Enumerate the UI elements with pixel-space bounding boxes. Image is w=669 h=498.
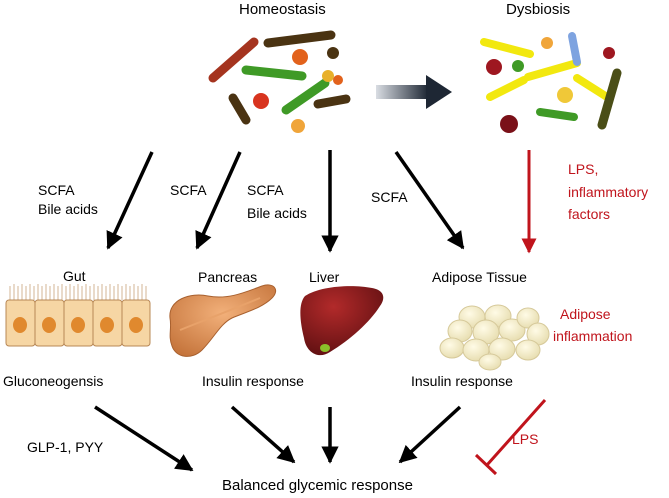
dysbiosis-microbes (480, 32, 622, 133)
dysbiosis-shift-arrow (376, 75, 452, 109)
liver-image (300, 286, 384, 356)
lps-inhibition-label: LPS (512, 431, 539, 447)
adipose-tissue-label: Adipose Tissue (432, 269, 527, 285)
homeostasis-microbes (208, 30, 351, 133)
gut-signal-label-1: SCFA (38, 182, 75, 198)
gut-epithelium (5, 284, 151, 347)
gut-label: Gut (63, 268, 86, 284)
dysbiosis-signal-label-3: factors (568, 206, 611, 222)
insulin-response-label-adipose: Insulin response (411, 373, 513, 389)
liver-signal-label-1: SCFA (247, 182, 284, 198)
adipose-inflammation-label-2: inflammation (553, 328, 633, 344)
scfa-arrows (106, 150, 465, 253)
lps-inhibition-line (474, 399, 547, 476)
gut-signal-label-2: Bile acids (38, 201, 98, 217)
pancreas-image (169, 284, 277, 357)
adipose-inflammation-label-1: Adipose (560, 306, 611, 322)
liver-label: Liver (309, 269, 340, 285)
pancreas-signal-label: SCFA (170, 182, 207, 198)
dysbiosis-signal-label-2: inflammatory (568, 184, 649, 200)
adipose-signal-label: SCFA (371, 189, 408, 205)
adipose-tissue-image (439, 304, 550, 371)
dysbiosis-signal-label-1: LPS, (568, 161, 599, 177)
gluconeogenesis-label: Gluconeogensis (3, 373, 104, 389)
liver-signal-label-2: Bile acids (247, 205, 307, 221)
homeostasis-title: Homeostasis (239, 1, 326, 18)
pancreas-label: Pancreas (198, 269, 258, 285)
insulin-response-label-center: Insulin response (202, 373, 304, 389)
dysbiosis-title: Dysbiosis (506, 1, 571, 18)
outcome-arrows (94, 405, 462, 472)
glp1-pyy-label: GLP-1, PYY (27, 439, 104, 455)
outcome-label: Balanced glycemic response (222, 477, 413, 494)
